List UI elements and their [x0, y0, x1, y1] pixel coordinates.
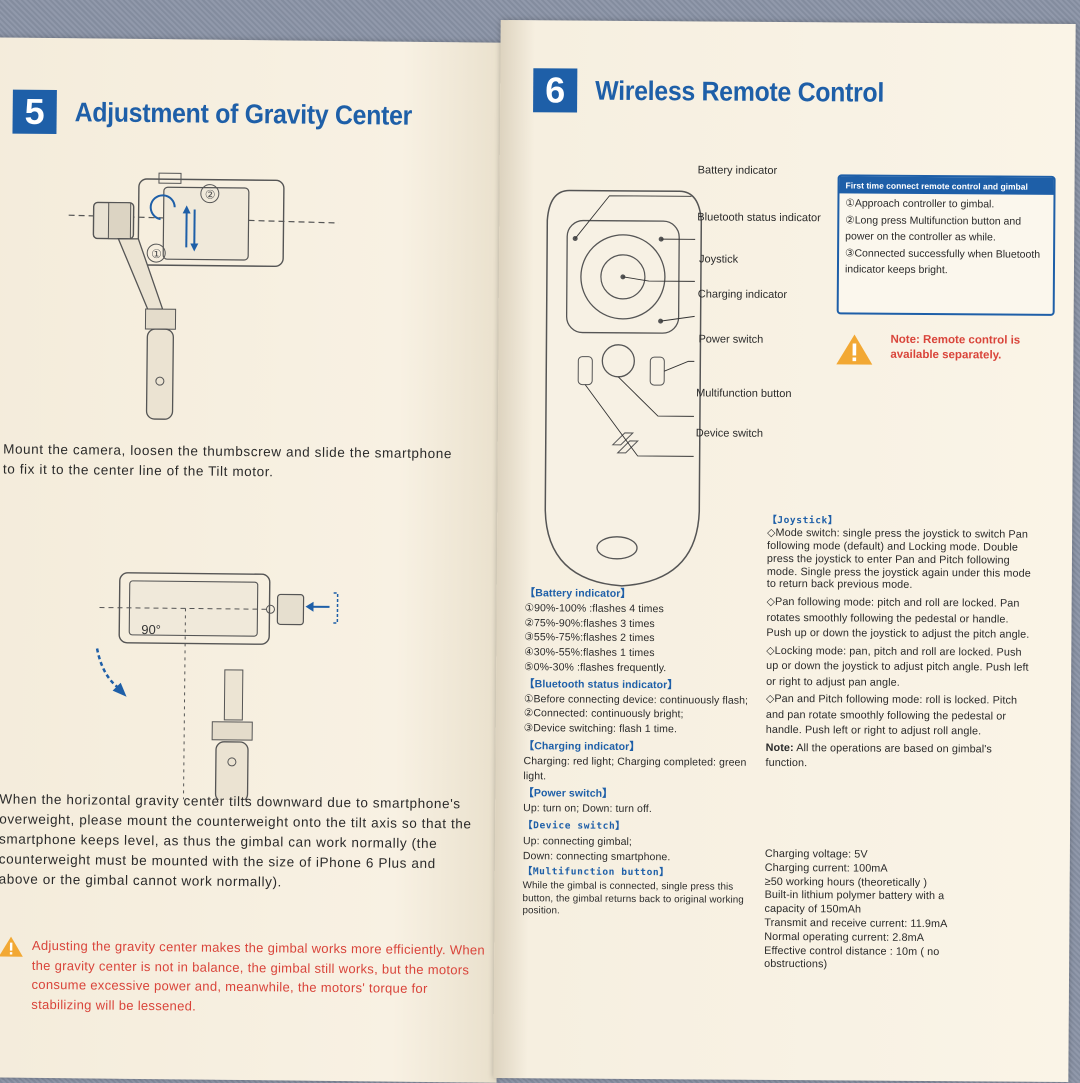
- note-label: Note:: [890, 334, 919, 346]
- callout-power: Power switch: [698, 333, 763, 345]
- bluetooth-line: ①Before connecting device: continuously …: [524, 692, 756, 708]
- callout-multifunction: Multifunction button: [696, 387, 791, 400]
- callout-battery: Battery indicator: [698, 164, 778, 177]
- info-step-2: ②Long press Multifunction button and pow…: [845, 212, 1047, 246]
- remote-control-diagram: [537, 180, 710, 601]
- spec-item: Charging current: 100mA: [765, 862, 980, 877]
- multifunction-text: While the gimbal is connected, single pr…: [522, 880, 754, 919]
- joystick-paragraph: ◇Mode switch: single press the joystick …: [767, 527, 1037, 593]
- spec-item: Built-in lithium polymer battery with a …: [764, 889, 979, 918]
- spec-item: Transmit and receive current: 11.9mA: [764, 917, 979, 932]
- bluetooth-section-title: 【Bluetooth status indicator】: [524, 677, 756, 693]
- callout-charging: Charging indicator: [698, 288, 787, 301]
- bluetooth-line: ②Connected: continuously bright;: [524, 707, 756, 723]
- angle-label: 90°: [141, 622, 161, 637]
- note-text: Note: Remote control is available separa…: [890, 333, 1050, 364]
- right-page: 6 Wireless Remote Control Battery indica…: [493, 20, 1075, 1082]
- battery-line: ②75%-90%:flashes 3 times: [524, 616, 756, 632]
- power-section-title: 【Power switch】: [523, 787, 755, 803]
- diagram-mark-1: ①: [151, 247, 162, 261]
- diagram-mark-2: ②: [205, 188, 216, 202]
- spec-list: Charging voltage: 5V Charging current: 1…: [764, 848, 980, 974]
- charging-section-title: 【Charging indicator】: [524, 739, 756, 755]
- device-line: Up: connecting gimbal;: [523, 834, 755, 850]
- joystick-note-text: All the operations are based on gimbal's…: [765, 742, 992, 770]
- info-box-first-connect: First time connect remote control and gi…: [837, 174, 1056, 316]
- warning-icon: [0, 935, 24, 957]
- spec-item: Normal operating current: 2.8mA: [764, 931, 979, 946]
- multifunction-section-title: 【Multifunction button】: [523, 866, 755, 882]
- callout-device: Device switch: [696, 427, 763, 439]
- spec-item: Charging voltage: 5V: [765, 848, 980, 863]
- battery-section-title: 【Battery indicator】: [525, 586, 757, 602]
- info-box-title: First time connect remote control and gi…: [839, 176, 1053, 194]
- left-page: 5 Adjustment of Gravity Center ① ② Mount…: [0, 37, 507, 1082]
- section-title: Adjustment of Gravity Center: [75, 97, 413, 132]
- note-warning-icon: [834, 332, 874, 366]
- joystick-note: Note: All the operations are based on gi…: [765, 741, 1035, 774]
- joystick-paragraph: ◇Pan and Pitch following mode: roll is l…: [766, 692, 1036, 740]
- section-5-heading: 5 Adjustment of Gravity Center: [12, 90, 441, 138]
- power-text: Up: turn on; Down: turn off.: [523, 801, 755, 817]
- callout-joystick: Joystick: [699, 253, 738, 265]
- indicator-sections: 【Battery indicator】 ①90%-100% :flashes 4…: [522, 586, 756, 919]
- paragraph-mount-camera: Mount the camera, loosen the thumbscrew …: [3, 440, 463, 485]
- callout-bluetooth: Bluetooth status indicator: [697, 211, 821, 224]
- joystick-section: 【Joystick】 ◇Mode switch: single press th…: [765, 514, 1037, 774]
- spec-item: Effective control distance : 10m ( no ob…: [764, 944, 979, 973]
- spec-item: ≥50 working hours (theoretically ): [765, 875, 980, 890]
- section-6-heading: 6 Wireless Remote Control: [533, 68, 909, 115]
- info-step-1: ①Approach controller to gimbal.: [845, 195, 1047, 213]
- device-section-title: 【Device switch】: [523, 819, 755, 835]
- paragraph-counterweight: When the horizontal gravity center tilts…: [0, 789, 480, 894]
- warning-text: Adjusting the gravity center makes the g…: [31, 936, 492, 1019]
- battery-line: ④30%-55%:flashes 1 times: [524, 645, 756, 661]
- bluetooth-line: ③Device switching: flash 1 time.: [524, 721, 756, 737]
- joystick-paragraph: ◇Pan following mode: pitch and roll are …: [766, 595, 1036, 643]
- charging-text: Charging: red light; Charging completed:…: [523, 754, 755, 785]
- section-number-box: 5: [12, 90, 56, 134]
- info-step-3: ③Connected successfully when Bluetooth i…: [845, 245, 1047, 279]
- gimbal-diagram-top: ① ②: [66, 168, 369, 431]
- battery-line: ③55%-75%:flashes 2 times: [524, 631, 756, 647]
- section-title: Wireless Remote Control: [595, 75, 884, 108]
- device-line: Down: connecting smartphone.: [523, 849, 755, 865]
- battery-line: ①90%-100% :flashes 4 times: [525, 601, 757, 617]
- joystick-paragraph: ◇Locking mode: pan, pitch and roll are l…: [766, 644, 1036, 692]
- joystick-note-label: Note:: [766, 742, 794, 754]
- battery-line: ⑤0%-30% :flashes frequently.: [524, 660, 756, 676]
- section-number-box: 6: [533, 68, 577, 112]
- gimbal-diagram-bottom: 90°: [87, 568, 359, 801]
